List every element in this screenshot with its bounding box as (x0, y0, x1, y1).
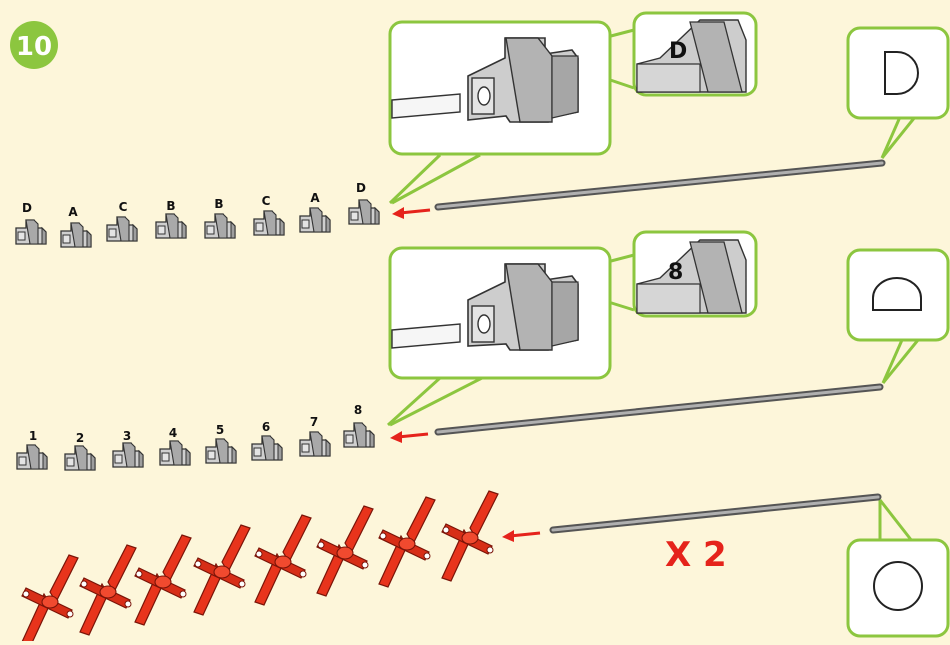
row2-label-7: 7 (310, 415, 318, 429)
row3-profile-pointer (878, 499, 914, 542)
row2-label-5: 5 (216, 423, 224, 437)
row1-detail-callout (388, 20, 612, 156)
row1-label-5: B (214, 197, 223, 211)
step-badge: 10 (10, 21, 58, 69)
row1-label-4: B (166, 199, 175, 213)
row2-detail-callout (388, 246, 612, 380)
row3-red-parts (21, 490, 499, 645)
row1-label-8: D (356, 181, 366, 195)
row1-label-3: C (119, 200, 128, 214)
row2-label-2: 2 (76, 431, 84, 445)
row2-callout-pointer (386, 376, 483, 427)
row1-zoom-label: D (669, 39, 687, 64)
row1-zoom-callout: D (632, 11, 758, 97)
row2-label-6: 6 (262, 420, 270, 434)
row1-label-6: C (262, 194, 271, 208)
row2-part-labels: 1 2 3 4 5 6 7 8 (29, 403, 362, 445)
row2-label-4: 4 (169, 426, 177, 440)
row2-profile-callout (846, 248, 950, 342)
row1-label-2: A (68, 205, 78, 219)
quantity-label: X 2 (665, 535, 727, 575)
row2-label-3: 3 (123, 429, 131, 443)
row1-callout-pointer (388, 153, 481, 205)
row2-insert-arrow (390, 431, 429, 443)
round-shape-icon (873, 561, 923, 611)
row1-label-7: A (310, 191, 320, 205)
row3-profile-callout (846, 538, 950, 638)
row2-profile-pointer (881, 339, 920, 384)
row2-zoom-callout: 8 (632, 230, 758, 318)
row3-insert-arrow (502, 530, 541, 542)
d-profile-shape-icon (884, 51, 919, 95)
row2-parts (16, 422, 375, 471)
row2-zoom-label: 8 (668, 260, 683, 285)
row2-label-8: 8 (354, 403, 362, 417)
row1-profile-callout (846, 26, 950, 120)
row1-label-1: D (22, 201, 32, 215)
step-number: 10 (16, 32, 52, 62)
row1-profile-pointer (880, 116, 917, 159)
row1-part-labels: D A C B B C A D (22, 181, 366, 219)
half-round-shape-icon (872, 277, 922, 311)
row2-label-1: 1 (29, 429, 37, 443)
row1-insert-arrow (392, 207, 431, 219)
